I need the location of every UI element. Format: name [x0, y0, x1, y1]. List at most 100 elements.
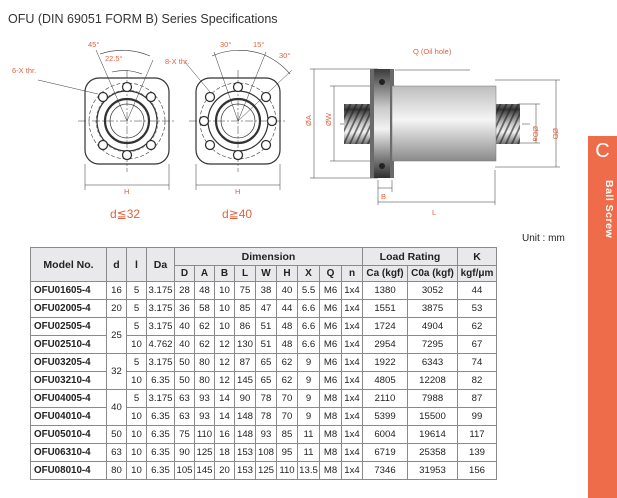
cell-l: 153 — [234, 443, 256, 462]
phi-da-label: ØDa — [531, 126, 540, 142]
cell-c0a: 7988 — [407, 389, 458, 408]
cell-ca: 1380 — [362, 281, 408, 300]
cell-b: 12 — [214, 353, 235, 372]
cell-l: 87 — [234, 353, 256, 372]
cell-da: 6.35 — [146, 407, 175, 426]
cell-model: OFU04005-4 — [30, 389, 107, 408]
cell-l: 5 — [126, 389, 147, 408]
cell-k: 53 — [457, 299, 497, 318]
cell-w: 78 — [255, 389, 277, 408]
ball-screw-image — [344, 69, 520, 178]
cell-a: 93 — [194, 407, 215, 426]
phi-d-label: ØD — [551, 128, 560, 140]
sub-header-X: X — [297, 265, 320, 282]
angle-30-label: 30° — [220, 40, 231, 49]
cell-l: 153 — [234, 461, 256, 480]
cell-d: 50 — [106, 425, 127, 444]
page-title: OFU (DIN 69051 FORM B) Series Specificat… — [8, 12, 278, 26]
cell-b: 16 — [214, 425, 235, 444]
cell-h: 85 — [276, 425, 298, 444]
cell-x: 9 — [297, 371, 320, 390]
cell-a: 62 — [194, 317, 215, 336]
angle-22-5-label: 22.5° — [105, 54, 123, 63]
unit-label: Unit : mm — [522, 233, 565, 244]
cell-w: 51 — [255, 317, 277, 336]
cell-n: 1x4 — [341, 281, 363, 300]
cell-h: 48 — [276, 335, 298, 354]
cell-da: 3.175 — [146, 299, 175, 318]
header-load-rating: Load Rating — [362, 247, 458, 266]
six-x-thread-label: 6-X thr. — [12, 66, 36, 75]
h-dimension-label-2: H — [235, 187, 240, 196]
cell-k: 74 — [457, 353, 497, 372]
sub-header-H: H — [276, 265, 298, 282]
cell-b: 14 — [214, 407, 235, 426]
header-model: Model No. — [30, 247, 107, 282]
cell-da: 3.175 — [146, 353, 175, 372]
cell-l: 86 — [234, 317, 256, 336]
cell-n: 1x4 — [341, 371, 363, 390]
sub-header-B: B — [214, 265, 235, 282]
cell-d: 105 — [174, 461, 195, 480]
cell-w: 78 — [255, 407, 277, 426]
cell-x: 9 — [297, 407, 320, 426]
cell-ca: 6719 — [362, 443, 408, 462]
cell-a: 93 — [194, 389, 215, 408]
cell-c0a: 3052 — [407, 281, 458, 300]
section-letter: C — [595, 140, 610, 162]
cell-da: 3.175 — [146, 281, 175, 300]
eight-x-thread-label: 8-X thr. — [165, 57, 189, 66]
header-k: K — [457, 247, 497, 266]
b-dimension-label: B — [381, 192, 386, 201]
cell-d: 40 — [106, 389, 127, 426]
cell-c0a: 31953 — [407, 461, 458, 480]
oil-hole-label: Q (Oil hole) — [413, 47, 452, 56]
spec-table: Model No. d l Da Dimension Load Rating K… — [30, 247, 497, 480]
cell-l: 90 — [234, 389, 256, 408]
d-le-32-label: d≦32 — [110, 207, 140, 220]
cell-da: 6.35 — [146, 425, 175, 444]
cell-q: M6 — [319, 335, 342, 354]
cell-x: 13.5 — [297, 461, 320, 480]
cell-k: 82 — [457, 371, 497, 390]
cell-d: 40 — [174, 335, 195, 354]
cell-ca: 2110 — [362, 389, 408, 408]
cell-b: 10 — [214, 299, 235, 318]
cell-model: OFU03210-4 — [30, 371, 107, 390]
cell-w: 38 — [255, 281, 277, 300]
cell-c0a: 7295 — [407, 335, 458, 354]
sub-header-D: D — [174, 265, 195, 282]
cell-n: 1x4 — [341, 461, 363, 480]
l-dimension-label: L — [432, 208, 436, 217]
cell-k: 44 — [457, 281, 497, 300]
cell-d: 40 — [174, 317, 195, 336]
cell-q: M8 — [319, 407, 342, 426]
header-dimension: Dimension — [174, 247, 363, 266]
cell-b: 14 — [214, 389, 235, 408]
cell-x: 9 — [297, 353, 320, 372]
cell-l: 130 — [234, 335, 256, 354]
cell-ca: 2954 — [362, 335, 408, 354]
cell-c0a: 25358 — [407, 443, 458, 462]
cell-q: M8 — [319, 389, 342, 408]
cell-l: 10 — [126, 443, 147, 462]
cell-ca: 5399 — [362, 407, 408, 426]
cell-da: 4.762 — [146, 335, 175, 354]
cell-h: 70 — [276, 389, 298, 408]
cell-d: 80 — [106, 461, 127, 480]
cell-model: OFU08010-4 — [30, 461, 107, 480]
cell-a: 80 — [194, 371, 215, 390]
cell-l: 5 — [126, 299, 147, 318]
phi-w-label: ØW — [324, 112, 333, 126]
section-tab[interactable]: C Ball Screw — [588, 136, 617, 498]
side-view — [310, 68, 560, 205]
cell-da: 6.35 — [146, 461, 175, 480]
d-ge-40-label: d≧40 — [222, 207, 252, 220]
cell-d: 16 — [106, 281, 127, 300]
sub-header-c0a: C0a (kgf) — [407, 265, 458, 282]
cell-c0a: 6343 — [407, 353, 458, 372]
